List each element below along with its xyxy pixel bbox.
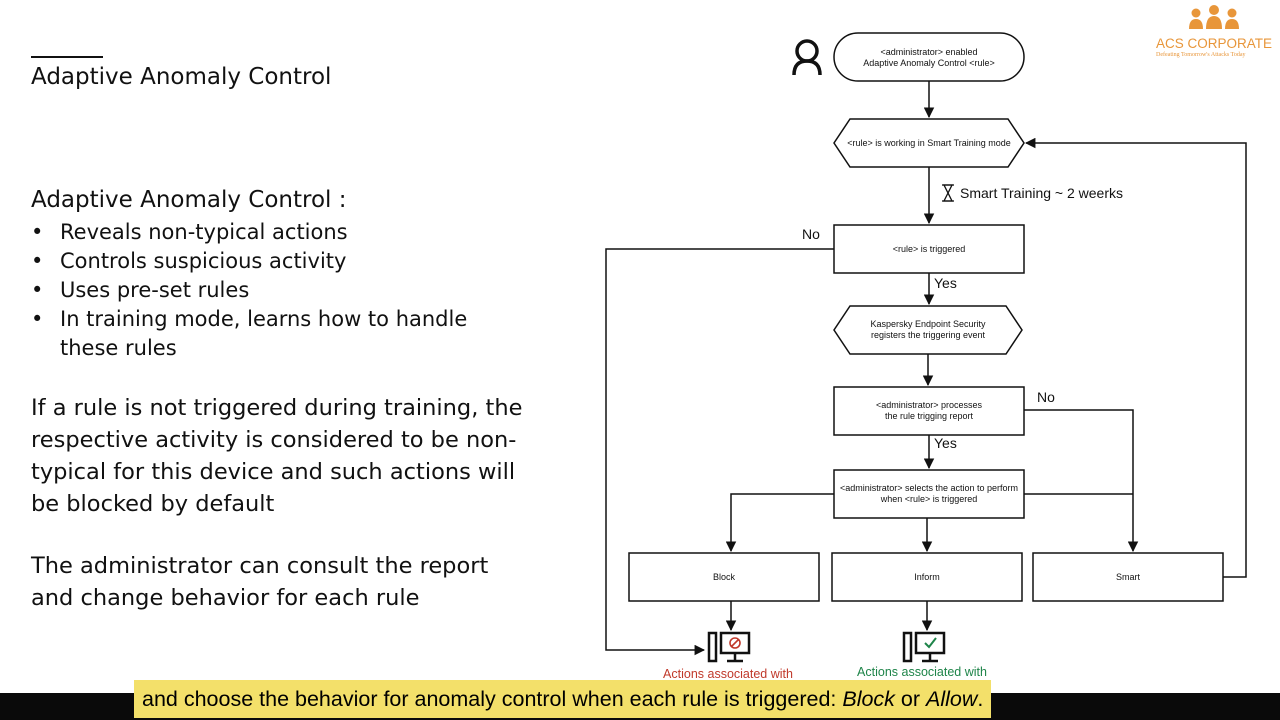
blocked-computer-icon — [707, 631, 751, 663]
kes-registers-node — [833, 305, 1023, 355]
slide-title: Adaptive Anomaly Control — [31, 64, 332, 90]
bullet-item: Controls suspicious activity — [31, 247, 511, 276]
training-mode-label: <rule> is working in Smart Training mode — [847, 138, 1011, 148]
title-underline — [31, 56, 103, 58]
admin-selects-node — [833, 469, 1025, 519]
admin-processes-line-2: the rule trigging report — [885, 411, 974, 421]
start-node-line-1: <administrator> enabled — [880, 47, 977, 57]
section-heading: Adaptive Anomaly Control : — [31, 187, 347, 213]
yes-label-processes: Yes — [934, 435, 957, 451]
block-action-label: Block — [713, 572, 736, 582]
flow-connectors — [605, 81, 1247, 656]
inform-action-node — [831, 552, 1023, 602]
triggered-label: <rule> is triggered — [893, 244, 966, 254]
triggered-node — [833, 224, 1025, 274]
flowchart: <administrator> enabled Adaptive Anomaly… — [605, 32, 1247, 681]
allow-outcome-label: Actions associated with — [857, 665, 987, 679]
training-mode-node — [833, 118, 1025, 168]
start-node-line-2: Adaptive Anomaly Control <rule> — [863, 58, 995, 68]
user-icon — [792, 39, 822, 76]
start-node — [833, 32, 1025, 82]
caption-text: and choose the behavior for anomaly cont… — [142, 687, 843, 711]
admin-selects-line-2: when <rule> is triggered — [880, 494, 978, 504]
logo-name: ACS CORPORATE — [1156, 36, 1273, 51]
slide: Adaptive Anomaly Control Adaptive Anomal… — [0, 0, 1280, 693]
inform-action-label: Inform — [914, 572, 940, 582]
no-label-processes: No — [1037, 389, 1055, 405]
yes-label-triggered: Yes — [934, 275, 957, 291]
bullet-item: Uses pre-set rules — [31, 276, 511, 305]
smart-action-label: Smart — [1116, 572, 1141, 582]
people-logo-icon — [1189, 5, 1239, 29]
caption-option-allow: Allow — [926, 687, 978, 711]
training-duration-label: Smart Training ~ 2 weerks — [960, 185, 1123, 201]
kes-registers-line-1: Kaspersky Endpoint Security — [870, 319, 986, 329]
block-action-node — [628, 552, 820, 602]
block-outcome-label: Actions associated with — [663, 667, 793, 681]
bullet-item: In training mode, learns how to handle t… — [31, 305, 511, 363]
bullet-list: Reveals non-typical actions Controls sus… — [31, 218, 511, 363]
kes-registers-line-2: registers the triggering event — [871, 330, 986, 340]
logo-tagline: Defeating Tomorrow's Attacks Today — [1156, 52, 1246, 58]
hourglass-icon — [942, 184, 954, 202]
paragraph-training: If a rule is not triggered during traini… — [31, 395, 523, 517]
caption-connector: or — [894, 687, 927, 711]
admin-processes-node — [833, 386, 1025, 436]
subtitle-caption: and choose the behavior for anomaly cont… — [134, 680, 992, 718]
paragraph-report: The administrator can consult the report… — [31, 553, 489, 611]
smart-action-node — [1032, 552, 1224, 602]
caption-option-block: Block — [842, 687, 895, 711]
admin-selects-line-1: <administrator> selects the action to pe… — [840, 483, 1018, 493]
bullet-item: Reveals non-typical actions — [31, 218, 511, 247]
no-label-triggered: No — [802, 226, 820, 242]
company-logo: ACS CORPORATE Defeating Tomorrow's Attac… — [1152, 4, 1276, 62]
admin-processes-line-1: <administrator> processes — [876, 400, 983, 410]
caption-end: . — [977, 687, 984, 711]
allowed-computer-icon — [902, 631, 946, 663]
